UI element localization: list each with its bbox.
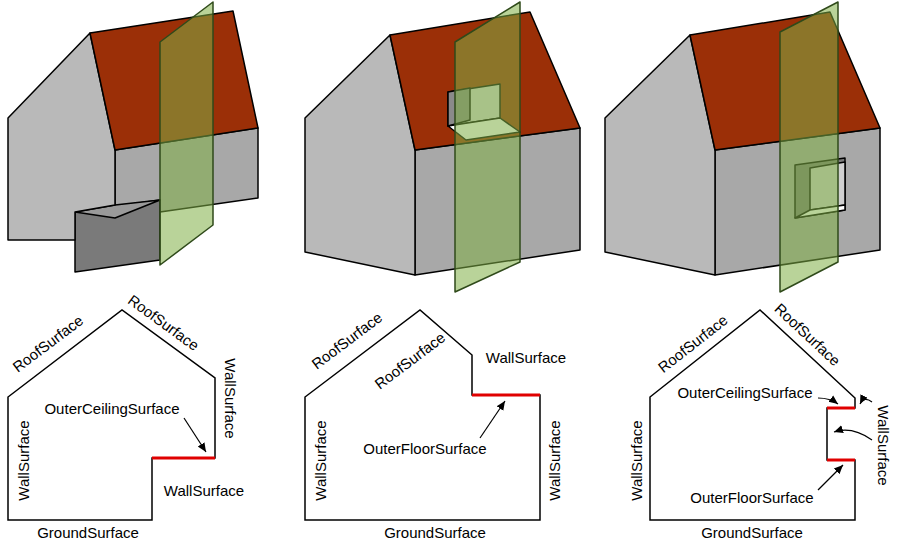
surface-label: WallSurface bbox=[222, 358, 239, 438]
surface-label: OuterFloorSurface bbox=[363, 440, 486, 457]
house-models bbox=[8, 2, 880, 292]
leader-arrows bbox=[184, 398, 872, 490]
surface-label: WallSurface bbox=[628, 420, 645, 500]
surface-label: RoofSurface bbox=[309, 308, 386, 372]
surface-label: GroundSurface bbox=[384, 524, 486, 541]
surface-label: OuterCeilingSurface bbox=[44, 400, 179, 417]
surface-label: OuterFloorSurface bbox=[690, 489, 813, 506]
horizontal-surfaces bbox=[152, 395, 855, 460]
surface-label: GroundSurface bbox=[37, 524, 139, 541]
surface-label: GroundSurface bbox=[701, 524, 803, 541]
surface-label: RoofSurface bbox=[125, 291, 202, 354]
surface-label: WallSurface bbox=[486, 349, 566, 366]
surface-label: RoofSurface bbox=[10, 311, 87, 375]
surface-label: WallSurface bbox=[875, 405, 892, 485]
surface-label: WallSurface bbox=[15, 420, 32, 500]
cross-sections bbox=[8, 310, 855, 520]
surface-label: OuterCeilingSurface bbox=[677, 384, 812, 401]
surface-label: WallSurface bbox=[164, 482, 244, 499]
surface-label: RoofSurface bbox=[772, 299, 845, 368]
surface-label: RoofSurface bbox=[655, 311, 731, 376]
surface-label: WallSurface bbox=[546, 420, 563, 500]
surface-label: WallSurface bbox=[312, 420, 329, 500]
